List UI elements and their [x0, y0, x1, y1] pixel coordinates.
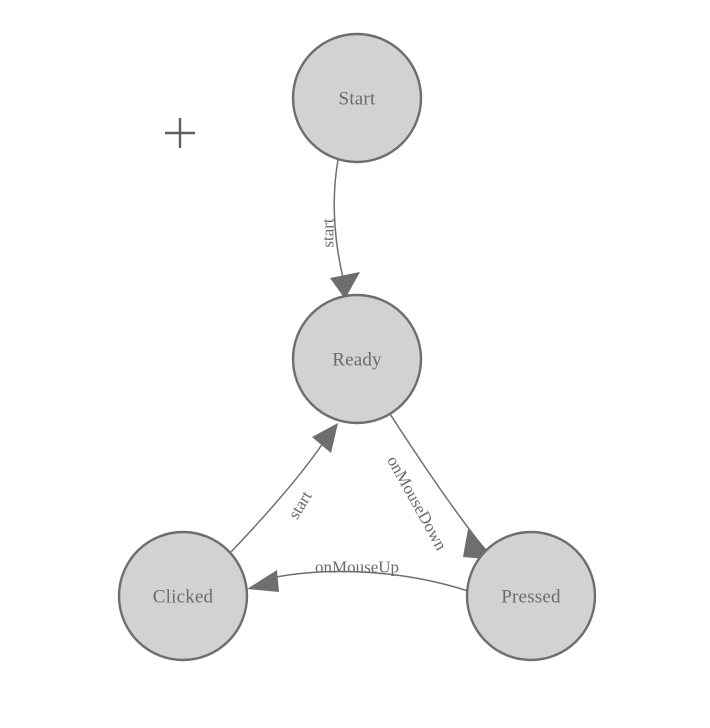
node-label-clicked: Clicked	[153, 587, 214, 608]
edge-path-clicked-to-ready	[229, 442, 324, 554]
edge-clicked-to-ready[interactable]	[229, 423, 338, 554]
arrowhead-into-ready-from-start	[330, 272, 360, 299]
node-pressed[interactable]: Pressed	[465, 530, 597, 662]
arrowhead-into-ready-from-clicked	[312, 423, 338, 453]
edge-label-ready-to-pressed: onMouseDown	[383, 453, 451, 554]
node-ready[interactable]: Ready	[291, 293, 423, 425]
node-label-pressed: Pressed	[501, 587, 561, 608]
node-circle-clicked	[117, 530, 249, 662]
edge-path-ready-to-pressed	[389, 413, 485, 549]
node-label-start: Start	[339, 89, 376, 110]
arrowhead-into-clicked	[247, 570, 279, 592]
node-clicked[interactable]: Clicked	[117, 530, 249, 662]
edge-label-pressed-to-clicked: onMouseUp	[315, 558, 399, 577]
node-label-ready: Ready	[332, 350, 382, 371]
edge-path-start-to-ready	[333, 159, 345, 283]
node-circle-ready	[291, 293, 423, 425]
edge-label-start-to-ready: start	[319, 218, 338, 248]
plus-marker	[165, 118, 195, 148]
edge-path-pressed-to-clicked	[261, 570, 469, 592]
edge-label-clicked-to-ready: start	[284, 487, 316, 522]
node-start[interactable]: Start	[291, 32, 423, 164]
node-circle-start	[291, 32, 423, 164]
edge-start-to-ready[interactable]	[330, 159, 360, 299]
node-circle-pressed	[465, 530, 597, 662]
edge-pressed-to-clicked[interactable]	[247, 570, 469, 592]
